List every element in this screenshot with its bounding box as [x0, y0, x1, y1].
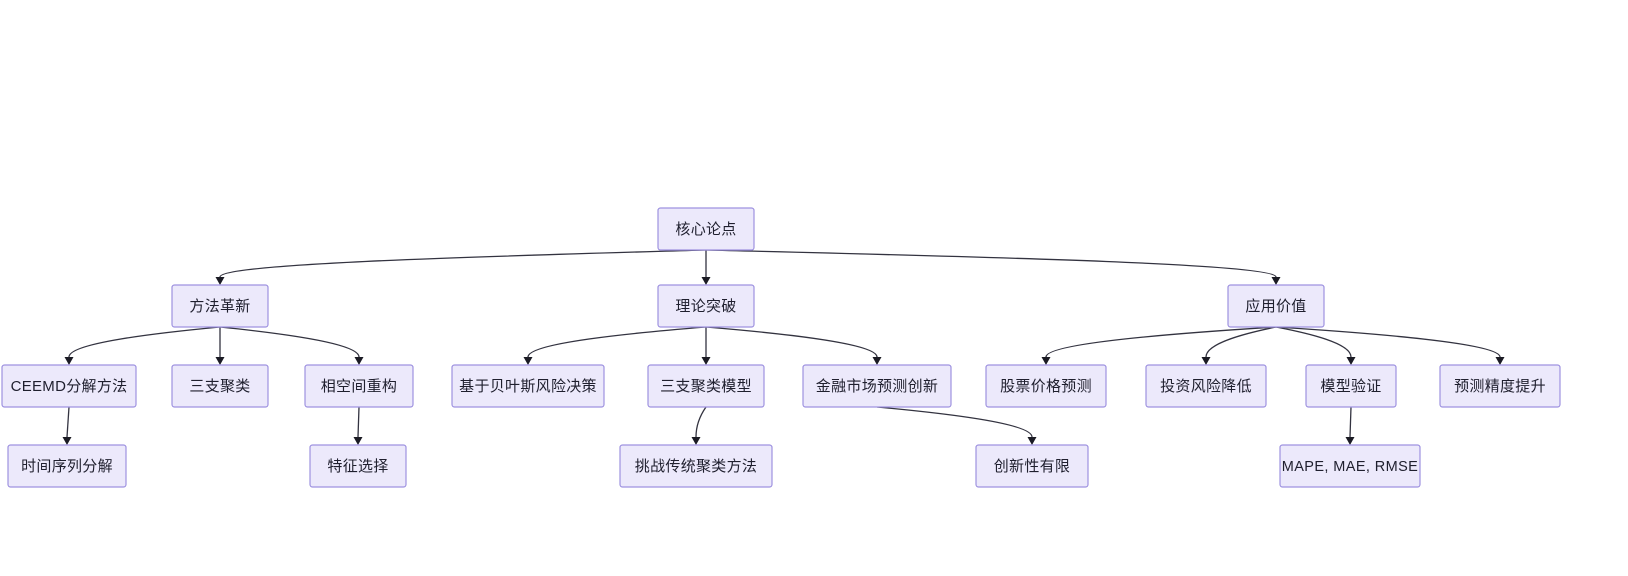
node-label-feature: 特征选择	[327, 458, 388, 475]
arrowhead-method-to-phase	[354, 357, 364, 365]
arrowhead-tw_model-to-challenge	[691, 437, 701, 445]
node-label-application: 应用价值	[1245, 297, 1306, 315]
node-label-ts_decomp: 时间序列分解	[21, 458, 113, 475]
node-label-challenge: 挑战传统聚类方法	[635, 458, 757, 475]
node-phase[interactable]: 相空间重构	[304, 364, 414, 408]
arrowhead-application-to-risk	[1201, 357, 1211, 365]
arrowhead-phase-to-feature	[353, 437, 363, 445]
node-label-phase: 相空间重构	[321, 378, 398, 395]
node-root[interactable]: 核心论点	[657, 207, 755, 251]
edge-phase-to-feature	[357, 406, 360, 438]
node-box-three_way[interactable]	[171, 364, 269, 408]
arrowhead-method-to-ceemd	[64, 357, 74, 365]
arrowhead-validate-to-metrics	[1345, 437, 1355, 445]
node-ceemd[interactable]: CEEMD分解方法	[1, 364, 137, 408]
node-box-theory[interactable]	[657, 284, 755, 328]
node-box-stock[interactable]	[985, 364, 1107, 408]
node-label-bayes: 基于贝叶斯风险决策	[459, 378, 597, 395]
arrowhead-theory-to-tw_model	[701, 357, 711, 365]
node-three_way[interactable]: 三支聚类	[171, 364, 269, 408]
node-box-phase[interactable]	[304, 364, 414, 408]
edge-finance-to-limited	[876, 406, 1033, 438]
node-label-stock: 股票价格预测	[1000, 378, 1092, 395]
node-box-ceemd[interactable]	[1, 364, 137, 408]
edge-theory-to-bayes	[527, 326, 707, 358]
node-box-validate[interactable]	[1305, 364, 1397, 408]
node-risk[interactable]: 投资风险降低	[1145, 364, 1267, 408]
edge-application-to-risk	[1205, 326, 1277, 358]
node-finance[interactable]: 金融市场预测创新	[802, 364, 952, 408]
node-label-limited: 创新性有限	[994, 458, 1071, 475]
node-label-tw_model: 三支聚类模型	[660, 378, 752, 395]
node-validate[interactable]: 模型验证	[1305, 364, 1397, 408]
edge-ceemd-to-ts_decomp	[66, 406, 70, 438]
node-box-application[interactable]	[1227, 284, 1325, 328]
node-label-three_way: 三支聚类	[189, 378, 250, 395]
node-box-tw_model[interactable]	[647, 364, 765, 408]
node-tw_model[interactable]: 三支聚类模型	[647, 364, 765, 408]
arrowhead-finance-to-limited	[1027, 437, 1037, 445]
edge-root-to-application	[705, 249, 1277, 278]
node-label-method: 方法革新	[189, 298, 250, 315]
edge-method-to-ceemd	[68, 326, 221, 358]
arrowhead-ceemd-to-ts_decomp	[62, 437, 72, 445]
node-box-root[interactable]	[657, 207, 755, 251]
edge-application-to-stock	[1045, 326, 1277, 358]
node-label-accuracy: 预测精度提升	[1454, 378, 1546, 395]
edge-method-to-phase	[219, 326, 360, 358]
arrowhead-application-to-accuracy	[1495, 357, 1505, 365]
node-label-risk: 投资风险降低	[1160, 378, 1252, 395]
node-box-metrics[interactable]	[1279, 444, 1421, 488]
node-theory[interactable]: 理论突破	[657, 284, 755, 328]
node-box-limited[interactable]	[975, 444, 1089, 488]
arrowhead-method-to-three_way	[215, 357, 225, 365]
node-box-accuracy[interactable]	[1439, 364, 1561, 408]
node-limited[interactable]: 创新性有限	[975, 444, 1089, 488]
node-box-feature[interactable]	[309, 444, 407, 488]
edge-validate-to-metrics	[1349, 406, 1352, 438]
arrowhead-application-to-validate	[1346, 357, 1356, 365]
node-feature[interactable]: 特征选择	[309, 444, 407, 488]
node-metrics[interactable]: MAPE, MAE, RMSE	[1279, 444, 1421, 488]
node-stock[interactable]: 股票价格预测	[985, 364, 1107, 408]
node-accuracy[interactable]: 预测精度提升	[1439, 364, 1561, 408]
node-ts_decomp[interactable]: 时间序列分解	[7, 444, 127, 488]
node-application[interactable]: 应用价值	[1227, 284, 1325, 328]
arrowhead-theory-to-bayes	[523, 357, 533, 365]
edge-application-to-validate	[1275, 326, 1352, 358]
node-label-root: 核心论点	[675, 221, 736, 238]
node-bayes[interactable]: 基于贝叶斯风险决策	[451, 364, 605, 408]
arrowhead-theory-to-finance	[872, 357, 882, 365]
node-box-challenge[interactable]	[619, 444, 773, 488]
node-label-metrics: MAPE, MAE, RMSE	[1282, 459, 1419, 475]
arrowhead-root-to-method	[215, 277, 225, 285]
node-label-validate: 模型验证	[1320, 378, 1381, 395]
edge-application-to-accuracy	[1275, 326, 1501, 358]
node-box-finance[interactable]	[802, 364, 952, 408]
node-box-ts_decomp[interactable]	[7, 444, 127, 488]
arrowhead-root-to-application	[1271, 277, 1281, 285]
node-box-method[interactable]	[171, 284, 269, 328]
edges-layer	[62, 249, 1505, 445]
node-label-finance: 金融市场预测创新	[816, 378, 938, 395]
arrowhead-root-to-theory	[701, 277, 711, 285]
edge-tw_model-to-challenge	[695, 406, 707, 438]
node-box-bayes[interactable]	[451, 364, 605, 408]
edge-root-to-method	[219, 249, 707, 278]
edge-theory-to-finance	[705, 326, 878, 358]
node-label-theory: 理论突破	[675, 298, 736, 315]
node-challenge[interactable]: 挑战传统聚类方法	[619, 444, 773, 488]
arrowhead-application-to-stock	[1041, 357, 1051, 365]
node-box-risk[interactable]	[1145, 364, 1267, 408]
node-method[interactable]: 方法革新	[171, 284, 269, 328]
node-label-ceemd: CEEMD分解方法	[11, 378, 128, 395]
